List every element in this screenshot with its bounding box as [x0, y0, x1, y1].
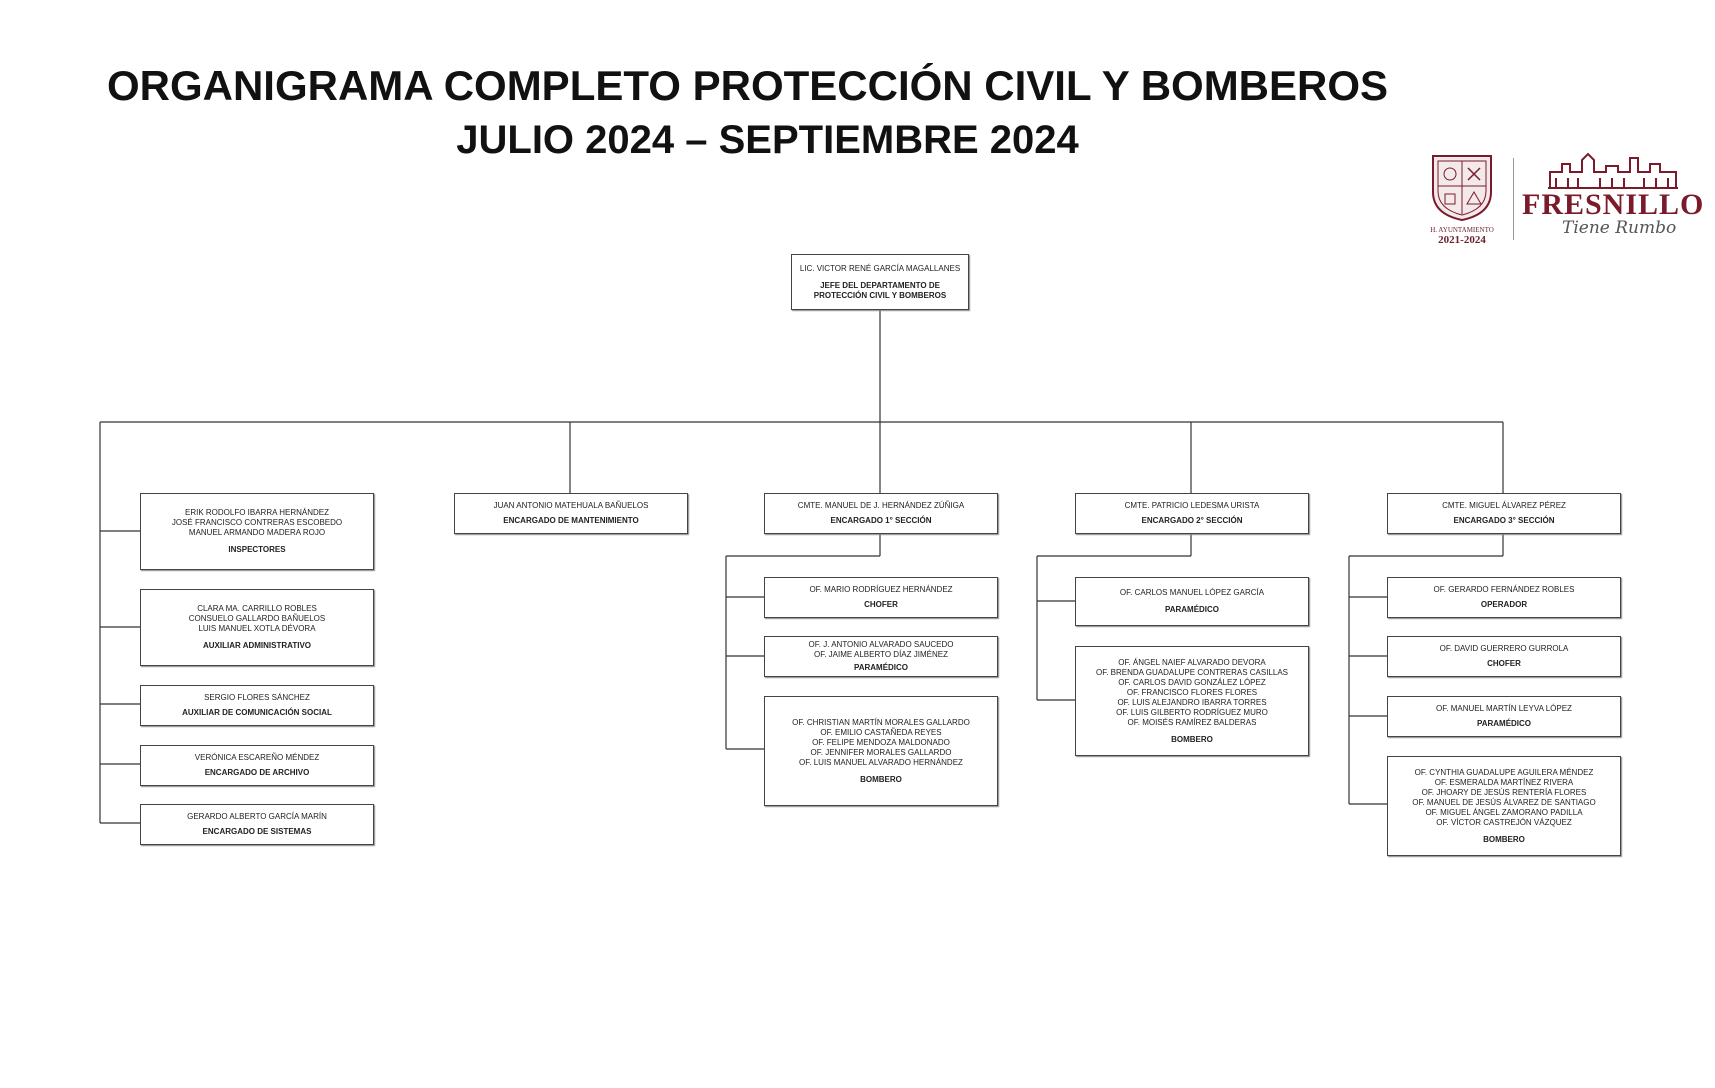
- org-box-mantenimiento: JUAN ANTONIO MATEHUALA BAÑUELOS ENCARGAD…: [454, 493, 688, 534]
- org-box-s3-chofer: OF. DAVID GUERRERO GURROLA CHOFER: [1387, 636, 1621, 677]
- page-title: ORGANIGRAMA COMPLETO PROTECCIÓN CIVIL Y …: [106, 62, 1389, 109]
- box-names: OF. MARIO RODRÍGUEZ HERNÁNDEZ: [809, 585, 953, 594]
- box-names: CMTE. MANUEL DE J. HERNÁNDEZ ZÚÑIGA: [797, 501, 965, 510]
- box-role: PARAMÉDICO: [1476, 719, 1532, 728]
- box-names: CMTE. MIGUEL ÁLVAREZ PÉREZ: [1442, 501, 1566, 510]
- logo-slogan: Tiene Rumbo: [1562, 218, 1677, 238]
- org-box-s1-paramedico: OF. J. ANTONIO ALVARADO SAUCEDO OF. JAIM…: [764, 636, 998, 677]
- box-names: OF. MANUEL MARTÍN LEYVA LÓPEZ: [1436, 704, 1572, 713]
- head-name: LIC. VICTOR RENÉ GARCÍA MAGALLANES: [799, 263, 961, 273]
- box-role: ENCARGADO DE ARCHIVO: [204, 768, 310, 777]
- box-role: AUXILIAR DE COMUNICACIÓN SOCIAL: [182, 708, 332, 717]
- logo-divider: [1513, 158, 1514, 240]
- org-box-seccion-1: CMTE. MANUEL DE J. HERNÁNDEZ ZÚÑIGA ENCA…: [764, 493, 998, 534]
- org-box-inspectores: ERIK RODOLFO IBARRA HERNÁNDEZ JOSÉ FRANC…: [140, 493, 374, 570]
- box-names: CMTE. PATRICIO LEDESMA URISTA: [1124, 501, 1260, 510]
- box-names: OF. GERARDO FERNÁNDEZ ROBLES: [1433, 585, 1575, 594]
- box-role: BOMBERO: [860, 774, 902, 784]
- box-names: GERARDO ALBERTO GARCÍA MARÍN: [187, 812, 327, 821]
- org-box-seccion-3: CMTE. MIGUEL ÁLVAREZ PÉREZ ENCARGADO 3° …: [1387, 493, 1621, 534]
- org-box-s3-paramedico: OF. MANUEL MARTÍN LEYVA LÓPEZ PARAMÉDICO: [1387, 696, 1621, 737]
- logo-seal-label: H. AYUNTAMIENTO: [1430, 226, 1494, 234]
- box-names: OF. CYNTHIA GUADALUPE AGUILERA MÉNDEZ OF…: [1412, 767, 1596, 827]
- box-role: ENCARGADO DE SISTEMAS: [202, 827, 312, 836]
- box-names: OF. CHRISTIAN MARTÍN MORALES GALLARDO OF…: [792, 717, 970, 767]
- box-role: INSPECTORES: [228, 545, 286, 554]
- box-role: BOMBERO: [1171, 734, 1213, 744]
- box-role: OPERADOR: [1480, 600, 1528, 609]
- box-names: OF. ÁNGEL NAIEF ALVARADO DEVORA OF. BREN…: [1095, 657, 1289, 727]
- org-box-s2-paramedico: OF. CARLOS MANUEL LÓPEZ GARCÍA PARAMÉDIC…: [1075, 577, 1309, 626]
- logo-seal-years: 2021-2024: [1438, 234, 1486, 246]
- box-names: CLARA MA. CARRILLO ROBLES CONSUELO GALLA…: [188, 604, 326, 633]
- org-box-archivo: VERÓNICA ESCAREÑO MÉNDEZ ENCARGADO DE AR…: [140, 745, 374, 786]
- logo-city-name: FRESNILLO: [1522, 188, 1705, 221]
- box-names: ERIK RODOLFO IBARRA HERNÁNDEZ JOSÉ FRANC…: [171, 508, 343, 537]
- head-role: JEFE DEL DEPARTAMENTO DE PROTECCIÓN CIVI…: [813, 280, 947, 300]
- box-role: PARAMÉDICO: [853, 663, 909, 672]
- org-box-seccion-2: CMTE. PATRICIO LEDESMA URISTA ENCARGADO …: [1075, 493, 1309, 534]
- box-role: ENCARGADO 2° SECCIÓN: [1141, 516, 1243, 525]
- box-role: PARAMÉDICO: [1164, 605, 1220, 614]
- box-role: ENCARGADO 3° SECCIÓN: [1453, 516, 1555, 525]
- box-role: ENCARGADO 1° SECCIÓN: [830, 516, 932, 525]
- box-names: JUAN ANTONIO MATEHUALA BAÑUELOS: [493, 501, 649, 510]
- box-names: OF. DAVID GUERRERO GURROLA: [1439, 644, 1569, 653]
- box-names: VERÓNICA ESCAREÑO MÉNDEZ: [194, 753, 320, 762]
- org-box-s1-bombero: OF. CHRISTIAN MARTÍN MORALES GALLARDO OF…: [764, 696, 998, 806]
- org-box-s3-operador: OF. GERARDO FERNÁNDEZ ROBLES OPERADOR: [1387, 577, 1621, 618]
- skyline-icon: [1548, 152, 1678, 189]
- box-role: ENCARGADO DE MANTENIMIENTO: [503, 516, 639, 525]
- box-role: BOMBERO: [1483, 834, 1525, 844]
- org-box-s3-bombero: OF. CYNTHIA GUADALUPE AGUILERA MÉNDEZ OF…: [1387, 756, 1621, 856]
- org-box-s2-bombero: OF. ÁNGEL NAIEF ALVARADO DEVORA OF. BREN…: [1075, 646, 1309, 756]
- org-box-sistemas: GERARDO ALBERTO GARCÍA MARÍN ENCARGADO D…: [140, 804, 374, 845]
- org-box-head: LIC. VICTOR RENÉ GARCÍA MAGALLANES JEFE …: [791, 254, 969, 310]
- box-role: CHOFER: [864, 600, 898, 609]
- box-names: OF. CARLOS MANUEL LÓPEZ GARCÍA: [1119, 588, 1265, 597]
- box-names: SERGIO FLORES SÁNCHEZ: [204, 693, 310, 702]
- box-role: CHOFER: [1487, 659, 1521, 668]
- org-box-auxiliar-administrativo: CLARA MA. CARRILLO ROBLES CONSUELO GALLA…: [140, 589, 374, 666]
- page-subtitle-period: JULIO 2024 – SEPTIEMBRE 2024: [456, 118, 1079, 162]
- box-role: AUXILIAR ADMINISTRATIVO: [203, 641, 311, 650]
- box-names: OF. J. ANTONIO ALVARADO SAUCEDO OF. JAIM…: [808, 640, 954, 659]
- org-box-s1-chofer: OF. MARIO RODRÍGUEZ HERNÁNDEZ CHOFER: [764, 577, 998, 618]
- municipal-seal-icon: [1432, 155, 1492, 222]
- org-box-comunicacion-social: SERGIO FLORES SÁNCHEZ AUXILIAR DE COMUNI…: [140, 685, 374, 726]
